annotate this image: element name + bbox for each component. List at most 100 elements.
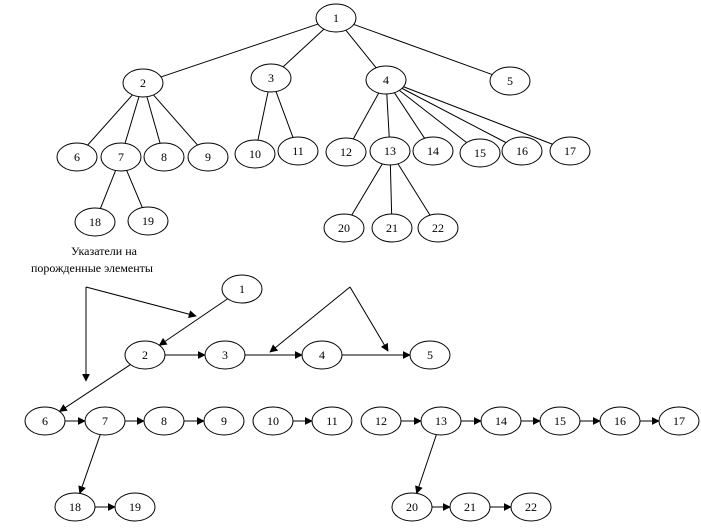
linked-node-20-shape xyxy=(391,492,433,522)
linked-node-12: 12 xyxy=(360,406,402,436)
linked-node-21: 21 xyxy=(449,492,491,522)
linked-node-19-label: 19 xyxy=(129,500,141,514)
tree-node-16-shape xyxy=(501,136,543,166)
tree-node-22: 22 xyxy=(417,213,459,243)
linked-node-15-shape xyxy=(539,406,581,436)
linked-node-16-label: 16 xyxy=(614,414,626,428)
linked-node-18-label: 18 xyxy=(69,500,81,514)
linked-node-17-label: 17 xyxy=(673,414,685,428)
linked-node-14-label: 14 xyxy=(495,414,507,428)
tree-node-10-shape xyxy=(234,139,276,169)
caption-pointer-to-second-level xyxy=(85,286,197,319)
linked-node-13: 13 xyxy=(420,406,462,436)
linked-node-3-shape xyxy=(204,340,246,370)
pointer-to-first-child-5 xyxy=(349,286,389,352)
linked-node-7-label: 7 xyxy=(102,414,108,428)
tree-node-16-label: 16 xyxy=(516,144,528,158)
tree-edge-2-7 xyxy=(124,96,140,144)
linked-node-7-shape xyxy=(84,406,126,436)
tree-node-11: 11 xyxy=(277,136,319,166)
tree-node-21-label: 21 xyxy=(386,221,398,235)
tree-edge-13-21 xyxy=(389,164,393,215)
pointer-to-first-child-3 xyxy=(269,286,351,353)
linked-node-16: 16 xyxy=(599,406,641,436)
linked-node-8-label: 8 xyxy=(161,414,167,428)
tree-node-12-label: 12 xyxy=(340,145,352,159)
tree-node-2: 2 xyxy=(122,68,164,98)
tree-node-10-label: 10 xyxy=(249,147,261,161)
linked-node-4: 4 xyxy=(301,340,343,370)
tree-node-5-shape xyxy=(489,66,531,96)
linked-node-22: 22 xyxy=(510,492,552,522)
tree-node-20-shape xyxy=(323,213,365,243)
tree-node-19-shape xyxy=(127,206,169,236)
tree-node-7: 7 xyxy=(100,142,142,172)
tree-edges xyxy=(87,23,553,216)
tree-edge-3-10 xyxy=(257,91,269,141)
tree-node-5: 5 xyxy=(489,66,531,96)
linked-node-1-shape xyxy=(221,274,263,304)
linked-node-2-label: 2 xyxy=(142,348,148,362)
tree-node-21: 21 xyxy=(371,213,413,243)
tree-node-15-shape xyxy=(459,138,501,168)
linked-node-18: 18 xyxy=(54,492,96,522)
tree-edge-1-4 xyxy=(345,29,377,69)
linked-node-8: 8 xyxy=(143,406,185,436)
tree-node-1-shape xyxy=(315,3,357,33)
tree-node-14-shape xyxy=(412,136,454,166)
tree-node-22-label: 22 xyxy=(432,221,444,235)
linked-node-7: 7 xyxy=(84,406,126,436)
tree-node-12: 12 xyxy=(325,137,367,167)
tree-node-3-shape xyxy=(250,63,292,93)
linked-node-9-label: 9 xyxy=(221,414,227,428)
tree-edge-4-16 xyxy=(401,87,507,144)
tree-node-22-shape xyxy=(417,213,459,243)
linked-node-22-shape xyxy=(510,492,552,522)
linked-node-1: 1 xyxy=(221,274,263,304)
linked-node-6: 6 xyxy=(24,406,66,436)
tree-node-21-shape xyxy=(371,213,413,243)
child-arrow-2-6 xyxy=(58,364,131,412)
linked-node-8-shape xyxy=(143,406,185,436)
tree-edge-1-2 xyxy=(160,23,319,78)
tree-node-19: 19 xyxy=(127,206,169,236)
tree-node-7-label: 7 xyxy=(118,150,124,164)
tree-node-8: 8 xyxy=(143,142,185,172)
tree-node-5-label: 5 xyxy=(507,74,513,88)
tree-node-18-shape xyxy=(74,207,116,237)
child-arrow-7-18 xyxy=(78,434,101,495)
tree-node-15-label: 15 xyxy=(474,146,486,160)
child-arrow-13-20 xyxy=(415,434,437,495)
linked-node-4-shape xyxy=(301,340,343,370)
linked-node-21-shape xyxy=(449,492,491,522)
tree-node-11-label: 11 xyxy=(292,144,304,158)
tree-node-13-shape xyxy=(369,136,411,166)
tree-node-2-shape xyxy=(122,68,164,98)
linked-node-10-shape xyxy=(252,406,294,436)
tree-node-18-label: 18 xyxy=(89,215,101,229)
tree-node-8-label: 8 xyxy=(161,150,167,164)
linked-node-17: 17 xyxy=(658,406,700,436)
linked-node-16-shape xyxy=(599,406,641,436)
tree-node-14: 14 xyxy=(412,136,454,166)
tree-node-13: 13 xyxy=(369,136,411,166)
tree-edge-1-5 xyxy=(353,23,493,76)
linked-node-11-label: 11 xyxy=(326,414,338,428)
linked-node-9-shape xyxy=(203,406,245,436)
tree-node-17: 17 xyxy=(549,136,591,166)
linked-node-10-label: 10 xyxy=(267,414,279,428)
tree-node-4: 4 xyxy=(365,65,407,95)
linked-node-2: 2 xyxy=(124,340,166,370)
linked-node-22-label: 22 xyxy=(525,500,537,514)
tree-edge-4-17 xyxy=(403,86,553,145)
linked-node-15: 15 xyxy=(539,406,581,436)
tree-node-18: 18 xyxy=(74,207,116,237)
tree-edge-4-15 xyxy=(399,90,467,143)
linked-node-5-shape xyxy=(409,340,451,370)
tree-edge-2-8 xyxy=(146,96,161,144)
linked-node-9: 9 xyxy=(203,406,245,436)
tree-edge-13-20 xyxy=(351,163,383,216)
linked-node-3: 3 xyxy=(204,340,246,370)
